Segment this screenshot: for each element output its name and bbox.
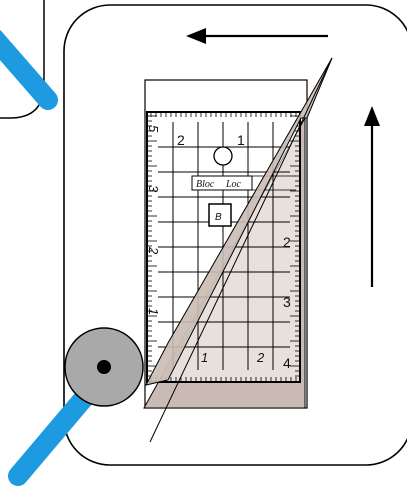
left-number-1: 1 bbox=[146, 308, 161, 315]
ruler-hole bbox=[213, 146, 233, 166]
cut-line bbox=[149, 57, 333, 443]
brand-left: Bloc bbox=[196, 179, 215, 190]
right-number-2: 2 bbox=[283, 234, 291, 250]
arrow-left-icon bbox=[186, 28, 328, 44]
fabric-triangle-top bbox=[145, 57, 333, 386]
center-badge: B bbox=[215, 212, 222, 223]
top-number-1: 1 bbox=[237, 132, 245, 148]
arrow-up-icon bbox=[364, 106, 380, 287]
bottom-number-1: 1 bbox=[201, 350, 208, 365]
brand-label-box bbox=[191, 175, 253, 191]
left-number-2: 2 bbox=[146, 246, 161, 255]
bottom-number-2: 2 bbox=[256, 350, 265, 365]
center-badge-box bbox=[208, 203, 232, 227]
brand-right: Loc bbox=[225, 179, 242, 190]
left-number-3: 3 bbox=[146, 185, 161, 193]
left-number-5: 5 bbox=[146, 125, 161, 133]
cutter-handle-top bbox=[0, 30, 58, 110]
right-number-4: 4 bbox=[283, 355, 291, 371]
right-number-3: 3 bbox=[283, 294, 291, 310]
top-number-2: 2 bbox=[177, 132, 185, 148]
rotary-cutter-icon bbox=[8, 327, 144, 486]
